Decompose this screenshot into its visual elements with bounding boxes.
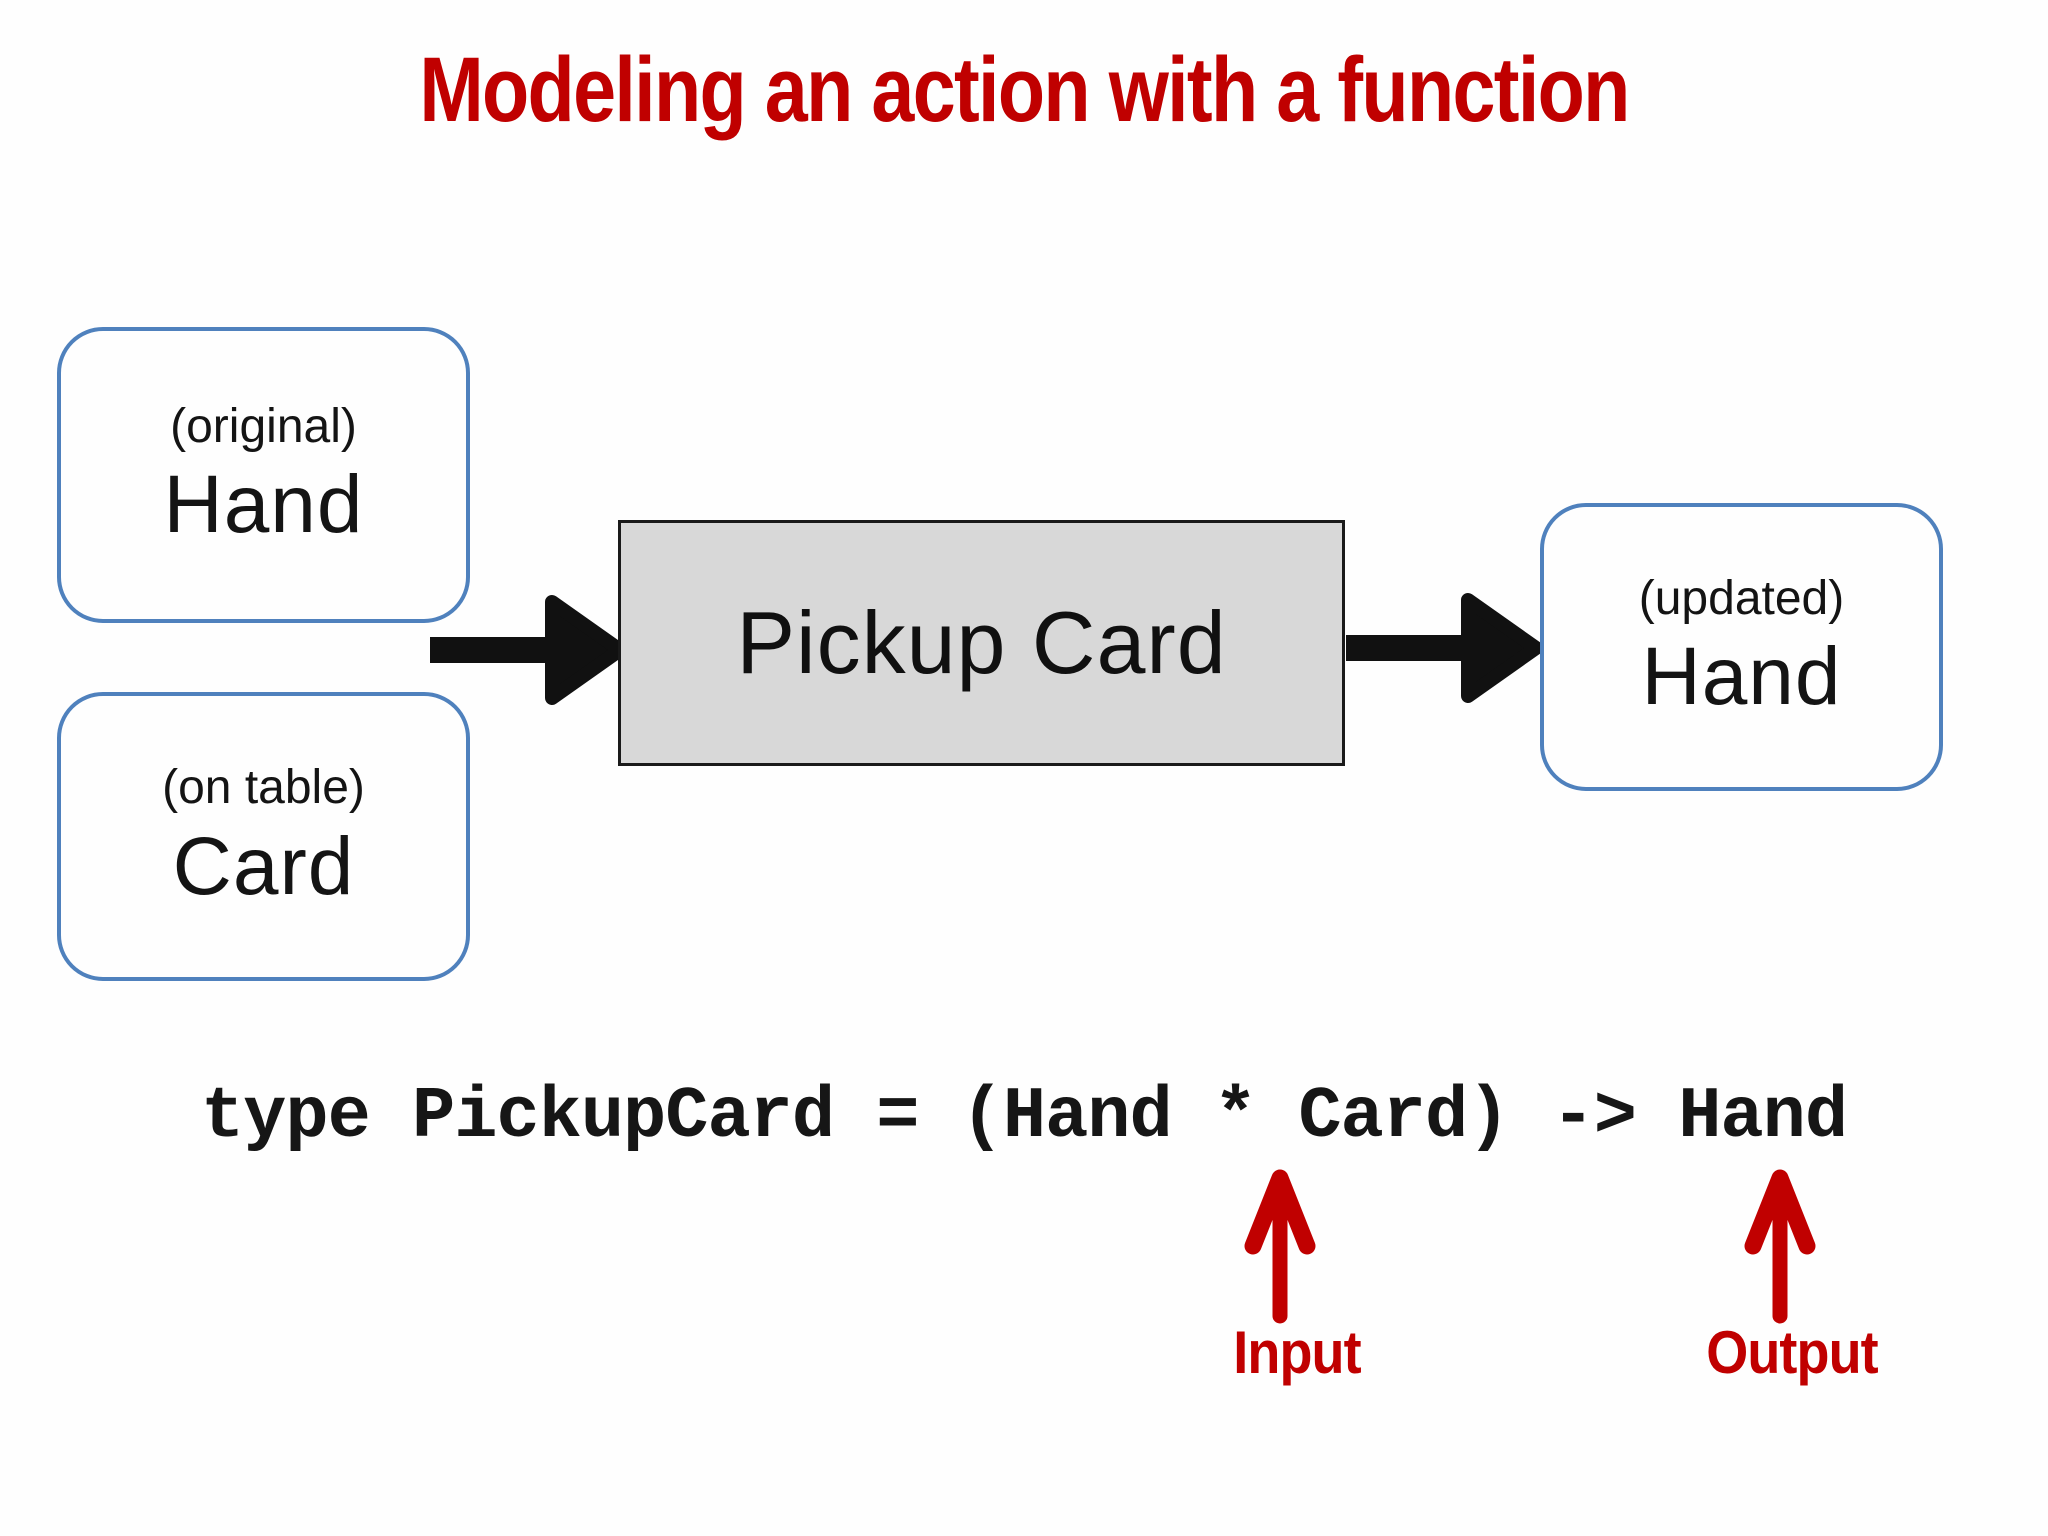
input-annotation-label: Input [1233,1319,1361,1386]
output-type-label: Hand [1641,631,1842,723]
input-qualifier: (original) [170,399,357,453]
arrow-up-icon [1244,1169,1316,1324]
process-box-pickup-card: Pickup Card [618,520,1345,766]
type-signature: type PickupCard = (Hand * Card) -> Hand [200,1076,1848,1158]
input-box-on-table-card: (on table) Card [57,692,470,981]
input-box-original-hand: (original) Hand [57,327,470,623]
output-annotation-label: Output [1706,1319,1878,1386]
input-type-label: Card [172,820,355,912]
arrow-right-icon [430,595,624,705]
arrow-right-icon [1346,593,1540,703]
input-type-label: Hand [163,459,364,551]
process-label: Pickup Card [736,593,1227,692]
output-qualifier: (updated) [1638,571,1845,625]
arrow-up-icon [1744,1169,1816,1324]
output-box-updated-hand: (updated) Hand [1540,503,1943,791]
input-qualifier: (on table) [162,761,365,815]
page-title: Modeling an action with a function [419,39,1630,141]
